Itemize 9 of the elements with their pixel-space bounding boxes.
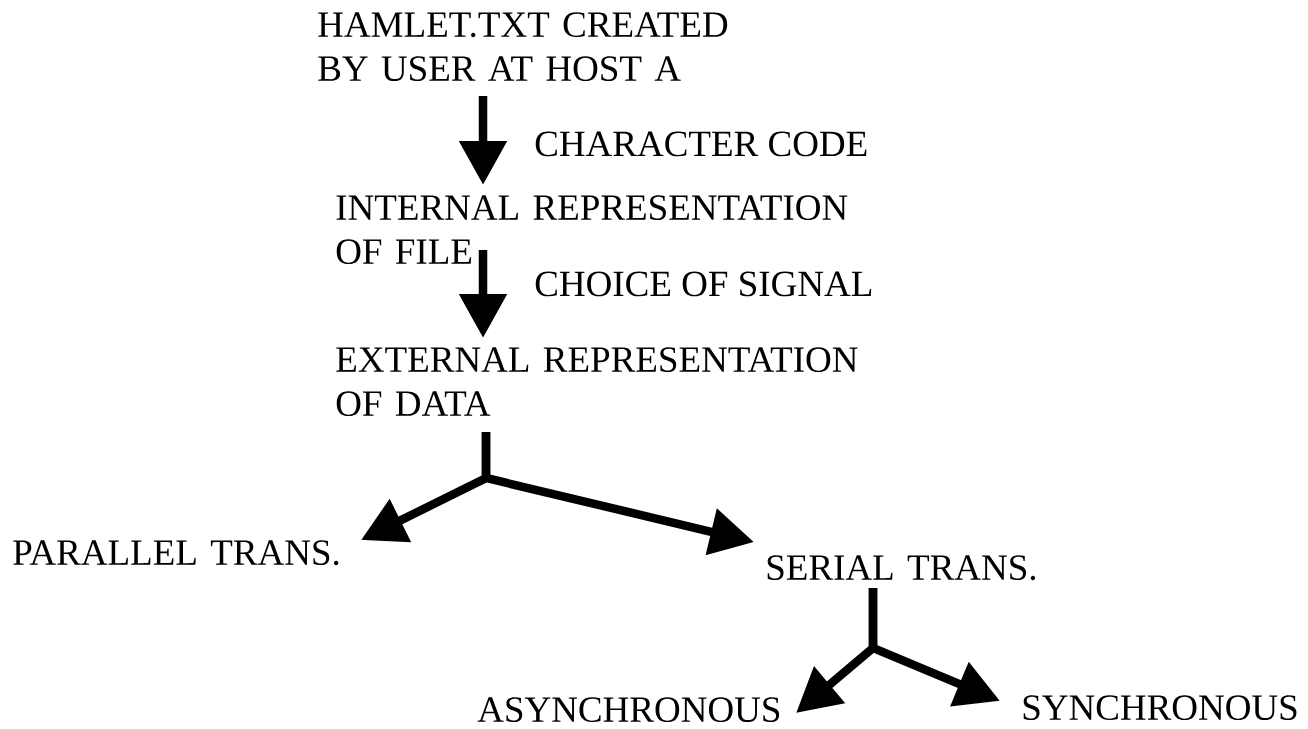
step-text: SERIAL TRANS. — [767, 555, 1036, 581]
edge-label: CHOICE OF SIGNAL — [535, 271, 872, 297]
step-text: EXTERNAL REPRESENTATION OF DATA — [336, 347, 858, 417]
step-text: ASYNCHRONOUS — [477, 697, 780, 723]
step-text: INTERNAL REPRESENTATION OF FILE — [336, 195, 848, 265]
edge-label: CHARACTER CODE — [535, 131, 867, 157]
step-text: SYNCHRONOUS — [1023, 695, 1297, 721]
step-text: PARALLEL TRANS. — [13, 540, 339, 566]
step-text: HAMLET.TXT CREATED BY USER AT HOST A — [318, 12, 728, 82]
